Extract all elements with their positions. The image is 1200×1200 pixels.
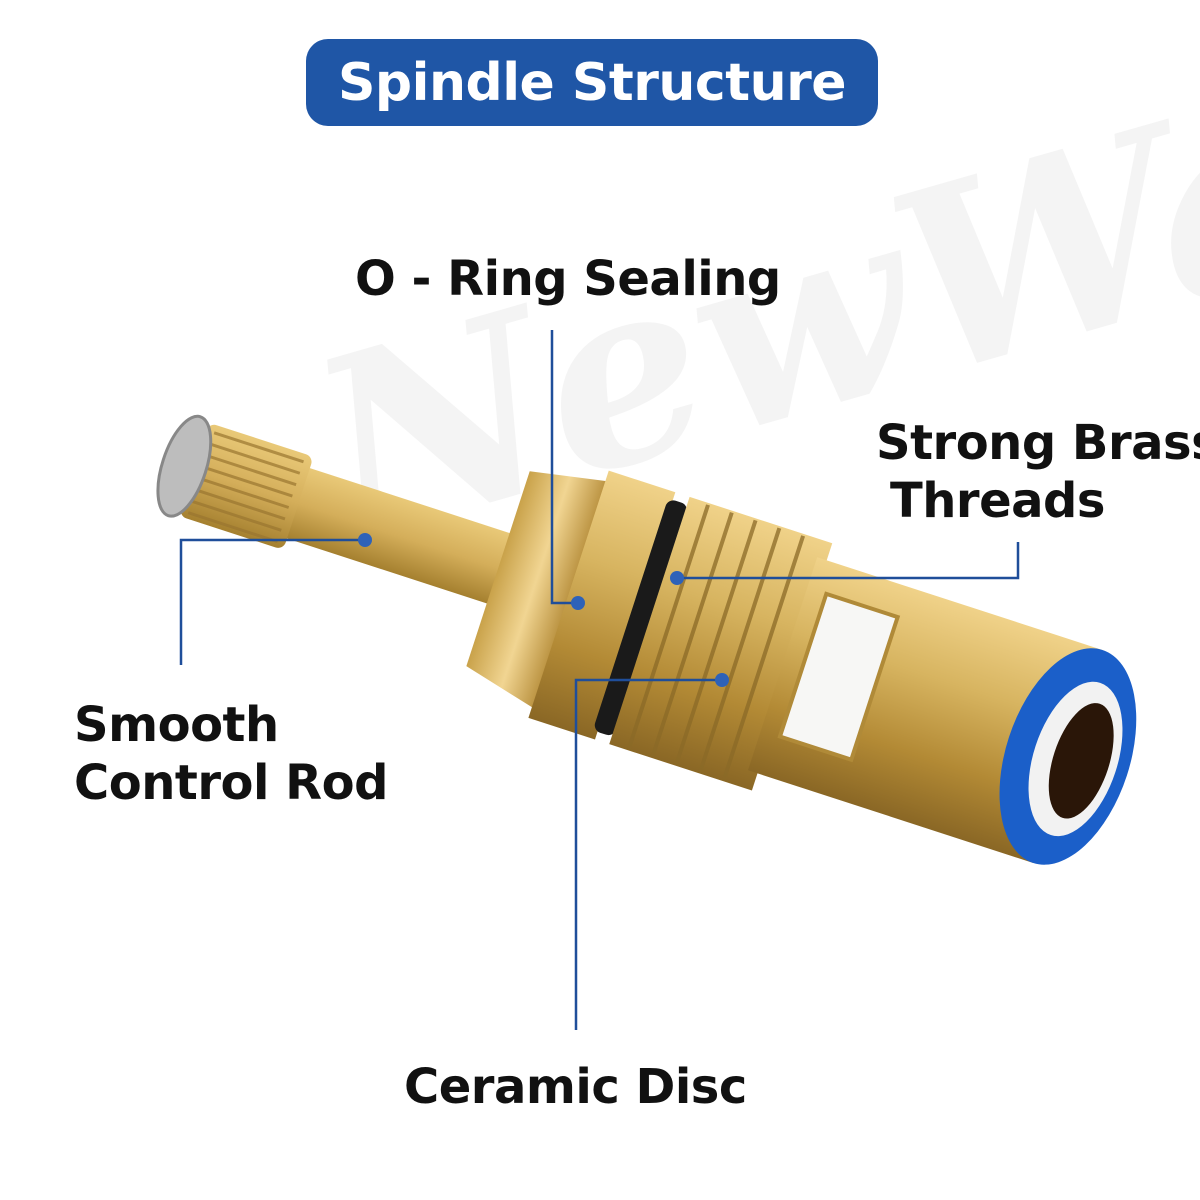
callout-brass: [677, 542, 1020, 580]
callout-rod: [179, 538, 365, 665]
label-strong-brass-threads: Strong Brass Threads: [876, 414, 1200, 530]
label-rod-line1: Smooth: [74, 697, 279, 753]
label-ceramic-text: Ceramic Disc: [404, 1059, 747, 1115]
dot-brass: [670, 571, 684, 585]
ceramic-window: [777, 591, 901, 763]
label-ceramic-disc: Ceramic Disc: [404, 1058, 747, 1116]
callout-o-ring: [550, 330, 578, 605]
tip-cap: [156, 414, 213, 518]
label-brass-line1: Strong Brass: [876, 415, 1200, 471]
label-smooth-control-rod: Smooth Control Rod: [74, 696, 388, 812]
callout-dots: [358, 533, 729, 687]
label-o-ring-sealing: O - Ring Sealing: [355, 250, 781, 308]
title-banner: Spindle Structure: [306, 39, 878, 126]
dot-rod: [358, 533, 372, 547]
label-o-ring-text: O - Ring Sealing: [355, 251, 781, 307]
label-brass-line2: Threads: [890, 473, 1105, 529]
dot-o-ring: [571, 596, 585, 610]
callout-ceramic: [574, 678, 722, 1030]
bore: [1048, 703, 1114, 819]
page-title: Spindle Structure: [337, 52, 847, 113]
spindle-body: [156, 414, 1137, 865]
dot-ceramic: [715, 673, 729, 687]
o-ring: [594, 500, 687, 736]
label-rod-line2: Control Rod: [74, 755, 388, 811]
callout-lines: [179, 330, 1020, 1030]
hex-nut: [466, 471, 611, 710]
